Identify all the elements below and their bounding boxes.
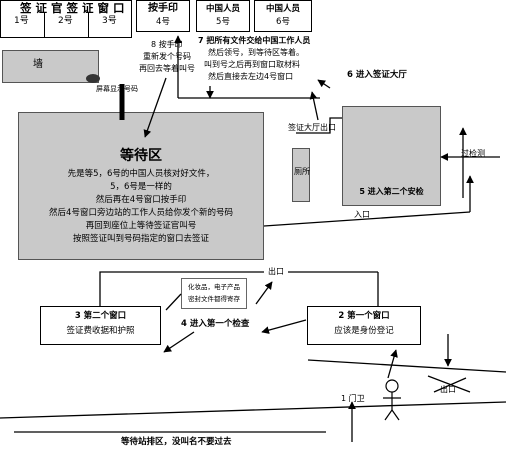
window-2-label: 2号 [58, 16, 73, 26]
second-window-title: 3 第二个窗口 [74, 311, 127, 321]
first-check-label: 4 进入第一个检查 [181, 319, 250, 329]
wall [2, 50, 99, 83]
gate-guard-label: 1 门卫 [341, 394, 365, 403]
toilet [292, 148, 310, 202]
staff-5-number: 5号 [216, 17, 230, 27]
window-3-label: 3号 [102, 16, 117, 26]
first-window-box [307, 306, 421, 345]
waiting-line-2: 5，6号是一样的 [110, 182, 172, 192]
road-line-lower [0, 401, 506, 419]
staff-5-title: 中国人员 [205, 4, 240, 14]
pass-check-label: 过检测 [461, 149, 485, 158]
middle-exit-label: 出口 [268, 267, 284, 276]
exit-path-second-window [99, 271, 160, 306]
fingerprint-window [136, 0, 190, 32]
waiting-line-6: 按照签证叫到号码指定的窗口去签证 [72, 234, 209, 244]
staff-6-title: 中国人员 [265, 4, 300, 14]
first-window-desc: 应该是身份登记 [334, 326, 394, 336]
visa-counter-box [0, 0, 132, 38]
arrow-fingerprint-to-waiting [143, 77, 167, 138]
gate-guard-figure [383, 379, 401, 421]
entrance-label: 入口 [354, 210, 370, 219]
second-window-desc: 签证费收据和护照 [66, 326, 135, 336]
check-storage-link [165, 293, 182, 311]
waiting-area [18, 112, 264, 260]
storage-box [181, 278, 247, 309]
entrance-path [263, 211, 471, 227]
screen-label: 屏幕显示号码 [96, 85, 138, 93]
security-exit-arrow [309, 91, 319, 121]
step-7-line-1: 7 把所有文件交给中国工作人员 [198, 36, 311, 45]
step-6-label: 6 进入签证大厅 [347, 70, 407, 80]
road-line-upper [307, 359, 506, 373]
fingerprint-title: 按手印 [148, 3, 178, 14]
waiting-line-3: 然后再在4号窗口按手印 [95, 195, 187, 205]
waiting-area-title: 等待区 [120, 148, 162, 164]
waiting-line-5: 再回到座位上等待签证官叫号 [85, 221, 197, 231]
exit-arrow-up [255, 281, 273, 305]
wall-label: 墙 [33, 59, 43, 70]
counter-divider-2 [88, 13, 89, 38]
arrow-check-to-window3 [163, 331, 195, 353]
step-8-line-2: 重新发个号码 [143, 52, 191, 61]
queue-area-label: 等待站排区，没叫名不要过去 [121, 437, 232, 447]
bottom-exit-label: 出口 [440, 385, 456, 394]
visa-counter-title: 签 证 官 签 证 窗 口 [20, 1, 125, 15]
storage-line-1: 化妆品，电子产品 [188, 283, 240, 291]
storage-line-2: 密封文件都得寄存 [188, 295, 240, 303]
staff-window-6 [254, 0, 312, 32]
window-1-label: 1号 [14, 16, 29, 26]
arrow-step6 [317, 79, 331, 89]
arrow-gate-to-window2 [387, 349, 398, 379]
toilet-label: 厕所 [294, 167, 310, 176]
arrow-window2-to-check [261, 319, 307, 334]
waiting-line-1: 先是等5，6号的中国人员核对好文件， [67, 169, 215, 179]
screen-icon [86, 74, 100, 83]
first-window-title: 2 第一个窗口 [338, 311, 390, 321]
hall-exit-path [296, 117, 342, 134]
bottom-exit-cross-2 [433, 377, 467, 393]
waiting-line-4: 然后4号窗口旁边站的工作人员给你发个新的号码 [49, 208, 233, 218]
step-7-line-4: 然后直接去左边4号窗口 [208, 72, 294, 81]
step-7-line-2: 然后领号，到等待区等着。 [208, 48, 304, 57]
second-security-label: 5 进入第二个安检 [359, 187, 424, 196]
second-window-box [40, 306, 161, 345]
counter-divider-1 [44, 13, 45, 38]
step-8-line-3: 再回去等着叫号 [139, 64, 195, 73]
fingerprint-number: 4号 [156, 17, 170, 27]
second-security-area [342, 106, 441, 206]
step-8-line-1: 8 按手印 [151, 40, 183, 49]
hall-exit-label: 签证大厅出口 [288, 123, 336, 132]
step-7-line-3: 叫到号之后再到窗口取材料 [204, 60, 300, 69]
staff-6-number: 6号 [276, 17, 290, 27]
staff-window-5 [196, 0, 250, 32]
bottom-exit-cross-1 [427, 375, 471, 393]
